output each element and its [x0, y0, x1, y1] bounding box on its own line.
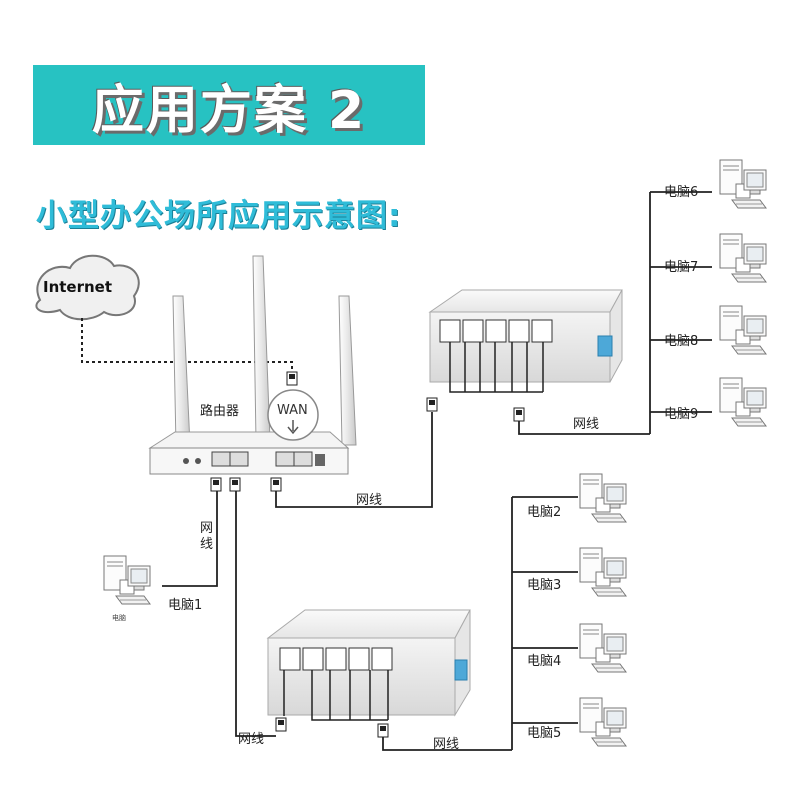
computer-1-label: 电脑1: [168, 598, 203, 613]
switch-1-uplink-plug-icon: [426, 397, 438, 412]
internet-cloud: Internet: [35, 254, 140, 321]
cable-label-vertical: 网线: [200, 521, 214, 552]
computer-9-icon: [719, 377, 767, 427]
switch-1-patch-cables: [449, 342, 544, 393]
switch-1-bus-lines: [649, 191, 712, 434]
cable-label-router-switch1: 网线: [356, 493, 383, 508]
router-device: WAN: [148, 389, 350, 475]
switch-1-downlink-plug-icon: [513, 407, 525, 422]
switch-2-uplink-plug-icon: [275, 717, 287, 732]
computer-8-label: 电脑8: [664, 334, 699, 349]
wan-label: WAN: [277, 403, 308, 418]
computer-8-icon: [719, 305, 767, 355]
cable-router-switch1: [275, 412, 433, 508]
switch-2-patch-cables: [283, 670, 389, 721]
cable-switch2-bus: [382, 737, 512, 751]
banner-title: 应用方案 2: [91, 80, 367, 141]
wan-plug-icon: [286, 371, 298, 386]
computer-5-icon: [579, 697, 627, 747]
router-lan-plug-1-icon: [210, 477, 222, 492]
cable-router-switch2: [235, 491, 276, 737]
switch-2: [266, 609, 471, 717]
computer-7-icon: [719, 233, 767, 283]
computer-4-icon: [579, 623, 627, 673]
cable-label-switch2: 网线: [433, 737, 460, 752]
computer-7-label: 电脑7: [664, 260, 699, 275]
computer-2-label: 电脑2: [527, 505, 562, 520]
router-lan-plug-2-icon: [229, 477, 241, 492]
computer-6-label: 电脑6: [664, 185, 699, 200]
title-banner: 应用方案 2: [33, 65, 425, 145]
computer-6-icon: [719, 159, 767, 209]
computer-2-icon: [579, 473, 627, 523]
computer-5-label: 电脑5: [527, 726, 562, 741]
router-label: 路由器: [200, 403, 239, 419]
computer-1-icon: [103, 555, 151, 605]
switch-1: [428, 289, 623, 383]
computer-9-label: 电脑9: [664, 407, 699, 422]
computer-4-label: 电脑4: [527, 654, 562, 669]
internet-dashed-link: [81, 318, 293, 372]
computer-3-label: 电脑3: [527, 578, 562, 593]
diagram-subtitle: 小型办公场所应用示意图:: [36, 198, 402, 234]
switch-2-bus-lines: [511, 496, 578, 750]
cable-router-pc1: [162, 491, 218, 587]
router-lan-plug-3-icon: [270, 477, 282, 492]
cable-label-switch1: 网线: [573, 417, 600, 432]
pc1-small-caption: 电脑: [112, 613, 126, 622]
switch-2-downlink-plug-icon: [377, 723, 389, 738]
cable-label-router-switch2: 网线: [238, 732, 265, 747]
internet-label: Internet: [43, 278, 112, 296]
computer-3-icon: [579, 547, 627, 597]
cable-switch1-bus: [518, 421, 650, 435]
